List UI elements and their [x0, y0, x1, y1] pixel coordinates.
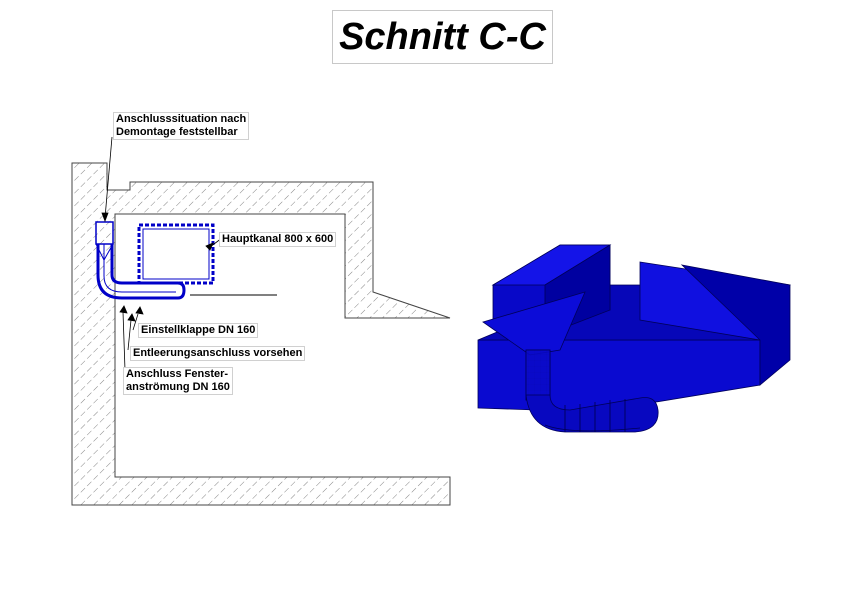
callout-line: Anschluss Fenster- [126, 368, 229, 380]
title-text: Schnitt C-C [339, 15, 546, 58]
callout-anschlusssituation: Anschlusssituation nach Demontage festst… [113, 112, 250, 140]
callout-entleerung: Entleerungsanschluss vorsehen [130, 346, 306, 361]
callout-text: Einstellklappe DN 160 [141, 324, 256, 336]
callout-line: Anschlusssituation nach [116, 113, 247, 125]
callout-text: Hauptkanal 800 x 600 [222, 233, 334, 245]
callout-line: Demontage feststellbar [116, 126, 238, 138]
main-duct-section [137, 223, 215, 285]
callout-hauptkanal: Hauptkanal 800 x 600 [219, 232, 337, 247]
riser-duct-section [95, 221, 186, 300]
callout-einstellklappe: Einstellklappe DN 160 [138, 323, 259, 338]
callout-arrows [101, 136, 223, 371]
drawing-title: Schnitt C-C [332, 10, 553, 64]
callout-line: anströmung DN 160 [126, 381, 230, 393]
wall-structure [71, 162, 451, 506]
callout-text: Entleerungsanschluss vorsehen [133, 347, 303, 359]
isometric-duct [477, 244, 791, 433]
callout-fensteranstroemung: Anschluss Fenster- anströmung DN 160 [123, 367, 233, 395]
